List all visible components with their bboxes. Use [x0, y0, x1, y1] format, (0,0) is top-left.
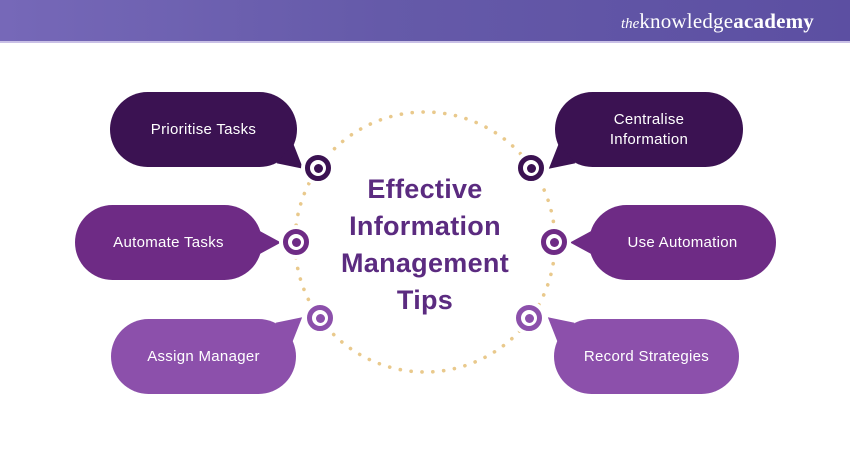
- bullseye-icon: [307, 305, 333, 331]
- diagram-title: Effective Information Management Tips: [340, 174, 510, 315]
- bubble-tail: [257, 229, 281, 256]
- tip-bubble-record-strategies: Record Strategies: [554, 319, 739, 394]
- tip-label: Assign Manager: [147, 347, 260, 365]
- bullseye-core: [524, 313, 534, 323]
- bullseye-core: [313, 163, 323, 173]
- tip-bubble-centralise-information: Centralise Information: [555, 92, 743, 167]
- logo-academy: academy: [733, 9, 814, 33]
- bubble-tail: [570, 229, 594, 256]
- bullseye-core: [291, 237, 301, 247]
- tip-label: Centralise Information: [609, 110, 689, 148]
- logo-knowledge: knowledge: [639, 9, 734, 33]
- tip-label: Record Strategies: [583, 347, 710, 365]
- bullseye-icon: [518, 155, 544, 181]
- bullseye-icon: [283, 229, 309, 255]
- tip-bubble-automate-tasks: Automate Tasks: [75, 205, 281, 280]
- bullseye-core: [526, 163, 536, 173]
- bullseye-icon: [305, 155, 331, 181]
- tip-label: Use Automation: [627, 233, 738, 251]
- bullseye-icon: [516, 305, 542, 331]
- bullseye-icon: [541, 229, 567, 255]
- tip-bubble-assign-manager: Assign Manager: [111, 319, 296, 394]
- tip-label: Automate Tasks: [113, 233, 224, 251]
- logo-the: the: [621, 16, 640, 32]
- tip-label: Prioritise Tasks: [150, 120, 257, 138]
- bullseye-core: [549, 237, 559, 247]
- brand-logo: theknowledgeacademy: [621, 7, 814, 38]
- tip-bubble-prioritise-tasks: Prioritise Tasks: [110, 92, 297, 167]
- tip-bubble-use-automation: Use Automation: [570, 205, 776, 280]
- header-bar: theknowledgeacademy: [0, 0, 850, 43]
- bullseye-core: [315, 313, 325, 323]
